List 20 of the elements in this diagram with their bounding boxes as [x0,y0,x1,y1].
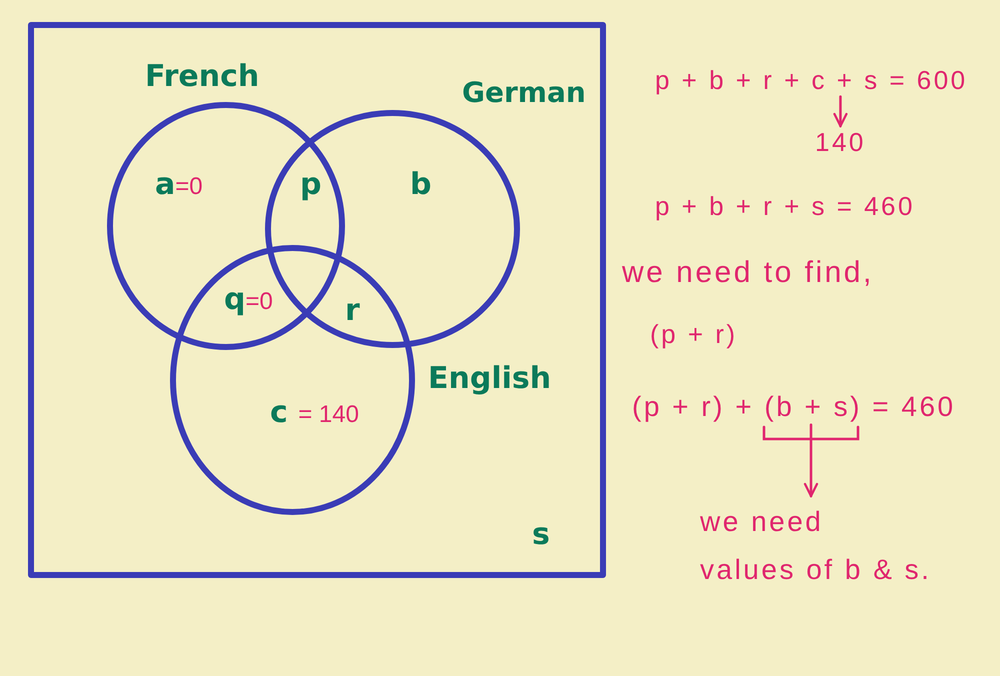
universal-set-box [28,22,606,578]
arrow [833,95,848,128]
region-label: r [345,294,360,327]
region-label: p [300,168,322,201]
set-label: English [428,362,552,395]
equation: p + b + r + c + s = 600 [655,66,968,95]
region-label: s [532,518,550,551]
set-label: French [145,60,260,93]
note-text: we need values of b & s. [700,498,932,594]
note-text: we need to find, [622,256,874,289]
region-label: c = 140 [270,396,359,429]
region-label: a=0 [155,168,203,201]
region-label: b [410,168,432,201]
equation: (p + r) + (b + s) = 460 [632,392,956,423]
arrow [804,424,818,498]
set-label: German [462,78,586,109]
equation: (p + r) [650,320,738,349]
value-label: 140 [815,128,866,157]
region-label: q=0 [224,283,273,316]
equation: p + b + r + s = 460 [655,192,915,221]
